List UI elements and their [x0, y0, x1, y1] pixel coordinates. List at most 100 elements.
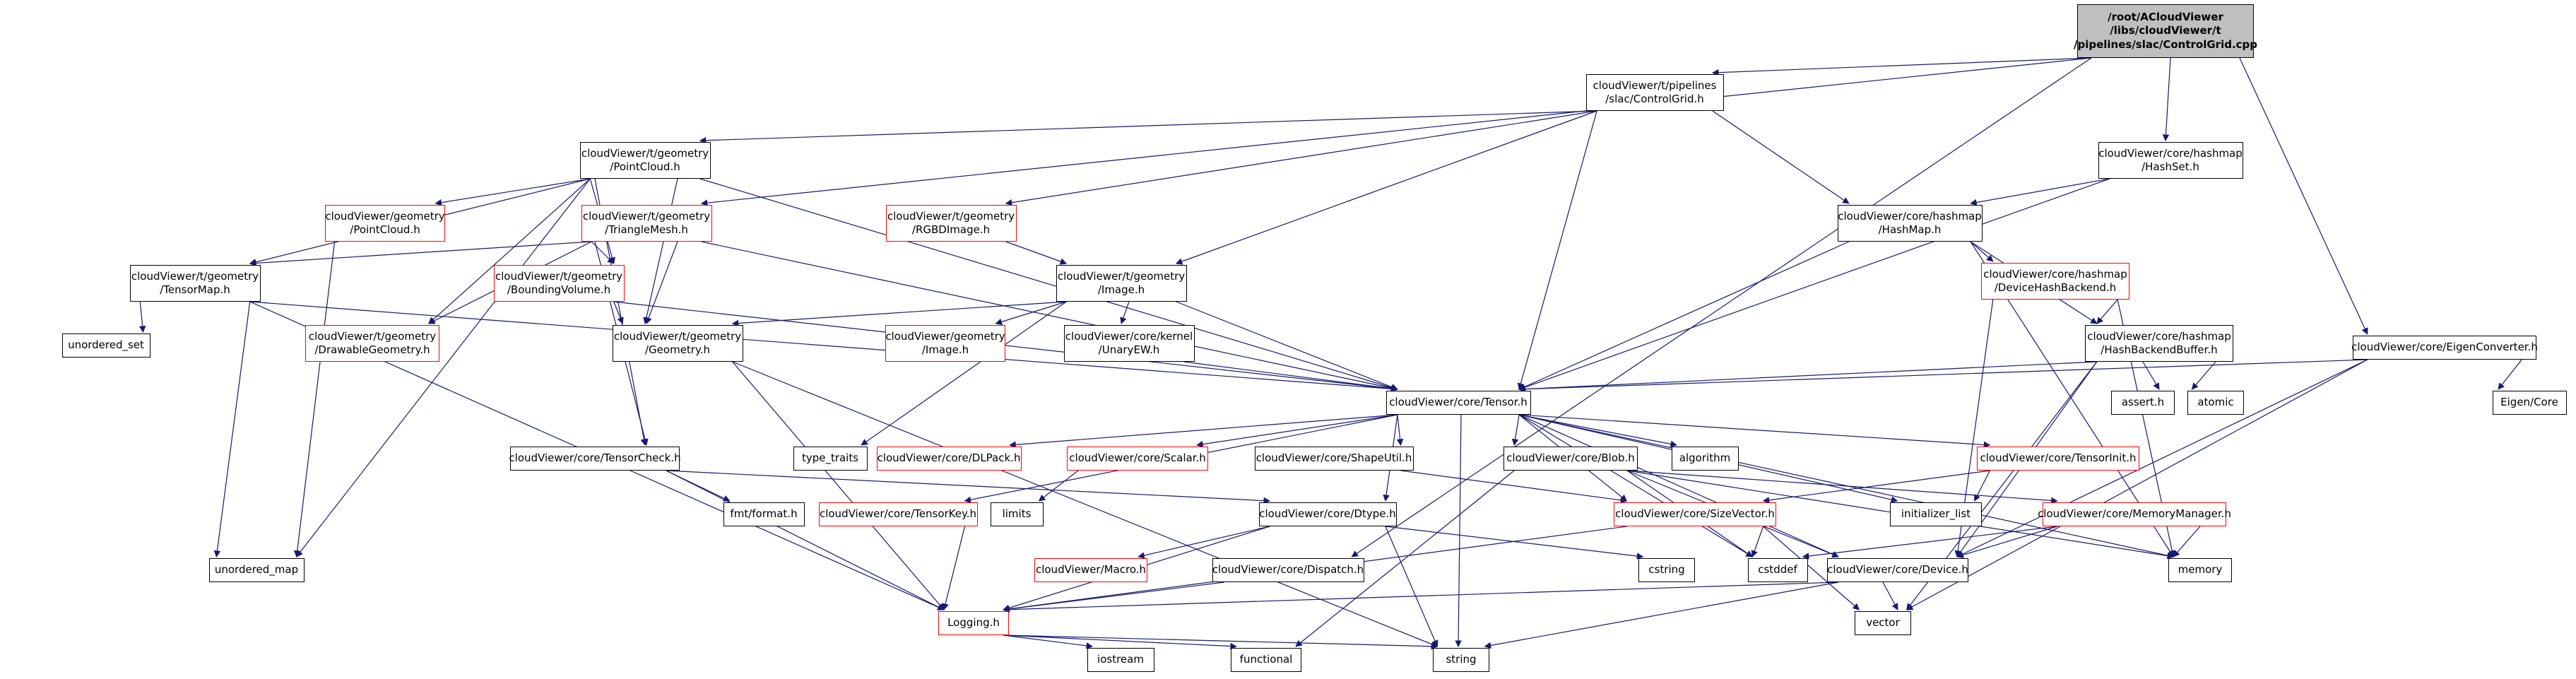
- graph-node-label-tensorkey: cloudViewer/core/TensorKey.h: [819, 507, 977, 521]
- include-edge-t_pointcloud--geom_pointcloud: [435, 178, 591, 206]
- graph-node-tensorinit[interactable]: cloudViewer/core/TensorInit.h: [1977, 447, 2139, 471]
- include-edge-cpp_root--controlgrid_h: [1711, 57, 2092, 76]
- graph-node-limits[interactable]: limits: [990, 502, 1044, 526]
- graph-node-label-tensorinit: cloudViewer/core/TensorInit.h: [1980, 451, 2137, 465]
- include-edge-shapeutil--sizevector: [1400, 470, 1628, 504]
- graph-node-hashmap[interactable]: cloudViewer/core/hashmap /HashMap.h: [1837, 205, 1983, 242]
- include-edge-controlgrid_h--t_rgbdimage: [1005, 110, 1597, 206]
- graph-node-dtype[interactable]: cloudViewer/core/Dtype.h: [1258, 502, 1397, 526]
- include-edge-logging--iostream: [1003, 634, 1094, 649]
- include-edge-sizevector--vector: [1763, 526, 1860, 610]
- graph-node-boundingvolume[interactable]: cloudViewer/t/geometry /BoundingVolume.h: [493, 265, 625, 302]
- graph-node-shapeutil[interactable]: cloudViewer/core/ShapeUtil.h: [1254, 447, 1414, 471]
- include-edge-hashset--tensor: [1518, 178, 2110, 391]
- graph-node-assert_h[interactable]: assert.h: [2111, 391, 2175, 415]
- graph-node-cstring[interactable]: cstring: [1638, 558, 1695, 582]
- graph-node-dlpack[interactable]: cloudViewer/core/DLPack.h: [876, 447, 1022, 471]
- graph-node-hashset[interactable]: cloudViewer/core/hashmap /HashSet.h: [2098, 142, 2243, 179]
- include-edge-eigenconverter--tensor: [1518, 359, 2368, 393]
- include-edge-t_image--t_geometry: [731, 301, 1067, 327]
- graph-node-tensorcheck[interactable]: cloudViewer/core/TensorCheck.h: [509, 447, 681, 471]
- include-edge-tensor--dlpack: [1009, 414, 1398, 449]
- include-edge-controlgrid_h--t_pointcloud: [699, 110, 1597, 144]
- include-edge-t_trianglemesh--t_geometry: [645, 241, 678, 324]
- graph-node-hashbackendbuffer[interactable]: cloudViewer/core/hashmap /HashBackendBuf…: [2085, 325, 2233, 362]
- graph-node-eigenconverter[interactable]: cloudViewer/core/EigenConverter.h: [2351, 336, 2538, 360]
- graph-node-vector[interactable]: vector: [1855, 611, 1911, 635]
- graph-node-memorymanager[interactable]: cloudViewer/core/MemoryManager.h: [2038, 502, 2231, 526]
- graph-node-geom_pointcloud[interactable]: cloudViewer/geometry /PointCloud.h: [325, 205, 445, 242]
- graph-node-type_traits[interactable]: type_traits: [793, 447, 868, 471]
- include-edge-dtype--string: [1385, 526, 1438, 647]
- include-edge-tensor--algorithm: [1518, 414, 1678, 448]
- graph-node-eigen_core[interactable]: Eigen/Core: [2492, 391, 2567, 415]
- include-edge-t_image--tensor: [1176, 301, 1398, 391]
- graph-node-controlgrid_h[interactable]: cloudViewer/t/pipelines /slac/ControlGri…: [1585, 74, 1724, 111]
- graph-node-atomic[interactable]: atomic: [2187, 391, 2244, 415]
- graph-node-label-t_image: cloudViewer/t/geometry /Image.h: [1057, 269, 1186, 297]
- graph-node-scalar[interactable]: cloudViewer/core/Scalar.h: [1067, 447, 1208, 471]
- graph-node-label-atomic: atomic: [2197, 396, 2234, 409]
- include-edge-t_image--geom_image: [995, 301, 1067, 326]
- include-edge-t_rgbdimage--t_image: [1005, 241, 1068, 265]
- include-edge-device--vector: [1882, 581, 1898, 610]
- graph-node-geom_image[interactable]: cloudViewer/geometry /Image.h: [885, 325, 1005, 362]
- graph-node-label-device: cloudViewer/core/Device.h: [1827, 563, 1968, 577]
- include-edge-device--logging: [1003, 581, 1839, 613]
- graph-node-label-logging: Logging.h: [947, 616, 1000, 630]
- include-edge-t_pointcloud--t_geometry: [643, 178, 678, 324]
- graph-node-t_geometry[interactable]: cloudViewer/t/geometry /Geometry.h: [612, 325, 743, 362]
- graph-node-t_pointcloud[interactable]: cloudViewer/t/geometry /PointCloud.h: [579, 142, 711, 179]
- include-edge-t_pointcloud--unordered_map: [296, 178, 591, 557]
- include-edge-hashbackendbuffer--atomic: [2191, 361, 2216, 390]
- graph-node-label-hashmap: cloudViewer/core/hashmap /HashMap.h: [1838, 209, 1982, 237]
- graph-node-unordered_set[interactable]: unordered_set: [61, 333, 150, 358]
- graph-node-tensorkey[interactable]: cloudViewer/core/TensorKey.h: [818, 502, 978, 526]
- graph-node-devicehashbackend[interactable]: cloudViewer/core/hashmap /DeviceHashBack…: [1981, 263, 2129, 300]
- graph-node-unaryew[interactable]: cloudViewer/core/kernel /UnaryEW.h: [1063, 325, 1195, 362]
- graph-node-iostream[interactable]: iostream: [1087, 648, 1154, 672]
- graph-node-label-eigenconverter: cloudViewer/core/EigenConverter.h: [2351, 341, 2538, 354]
- graph-node-unordered_map[interactable]: unordered_map: [208, 558, 305, 582]
- graph-node-t_trianglemesh[interactable]: cloudViewer/t/geometry /TriangleMesh.h: [581, 205, 712, 242]
- graph-node-tensor[interactable]: cloudViewer/core/Tensor.h: [1386, 391, 1531, 415]
- include-edge-t_pointcloud--tensor: [699, 178, 1398, 391]
- include-edge-tensor--device: [1518, 414, 1839, 557]
- graph-node-label-t_rgbdimage: cloudViewer/t/geometry /RGBDImage.h: [887, 209, 1015, 237]
- graph-node-logging[interactable]: Logging.h: [938, 611, 1009, 635]
- graph-node-label-controlgrid_h: cloudViewer/t/pipelines /slac/ControlGri…: [1593, 78, 1717, 106]
- graph-node-label-fmt_format: fmt/format.h: [730, 507, 798, 521]
- include-edge-dtype--macro: [1138, 526, 1270, 559]
- graph-node-macro[interactable]: cloudViewer/Macro.h: [1034, 558, 1147, 582]
- graph-node-functional[interactable]: functional: [1231, 648, 1301, 672]
- graph-node-algorithm[interactable]: algorithm: [1671, 447, 1739, 471]
- include-edge-t_pointcloud--drawablegeometry: [428, 178, 591, 324]
- include-edge-tensor--scalar: [1196, 414, 1398, 448]
- graph-node-tensormap[interactable]: cloudViewer/t/geometry /TensorMap.h: [129, 265, 261, 302]
- graph-node-label-hashset: cloudViewer/core/hashmap /HashSet.h: [2098, 146, 2243, 174]
- graph-node-blob[interactable]: cloudViewer/core/Blob.h: [1503, 447, 1638, 471]
- graph-node-label-scalar: cloudViewer/core/Scalar.h: [1069, 451, 1206, 465]
- graph-node-device[interactable]: cloudViewer/core/Device.h: [1827, 558, 1968, 582]
- graph-node-label-limits: limits: [1002, 507, 1032, 521]
- graph-node-label-sizevector: cloudViewer/core/SizeVector.h: [1615, 507, 1775, 521]
- include-edge-tensorcheck--logging: [666, 470, 945, 610]
- graph-node-fmt_format[interactable]: fmt/format.h: [723, 502, 805, 526]
- graph-node-label-t_pointcloud: cloudViewer/t/geometry /PointCloud.h: [581, 146, 709, 174]
- graph-node-label-hashbackendbuffer: cloudViewer/core/hashmap /HashBackendBuf…: [2087, 329, 2231, 357]
- graph-node-t_rgbdimage[interactable]: cloudViewer/t/geometry /RGBDImage.h: [885, 205, 1017, 242]
- include-edge-scalar--limits: [1038, 470, 1079, 502]
- include-edge-geom_pointcloud--unordered_map: [293, 241, 336, 557]
- graph-node-initializer_list[interactable]: initializer_list: [1890, 502, 1982, 526]
- graph-node-memory[interactable]: memory: [2168, 558, 2232, 582]
- graph-node-drawablegeometry[interactable]: cloudViewer/t/geometry /DrawableGeometry…: [305, 325, 439, 362]
- graph-node-label-eigen_core: Eigen/Core: [2500, 396, 2558, 409]
- graph-node-sizevector[interactable]: cloudViewer/core/SizeVector.h: [1614, 502, 1776, 526]
- graph-node-t_image[interactable]: cloudViewer/t/geometry /Image.h: [1056, 265, 1187, 302]
- graph-node-string[interactable]: string: [1433, 648, 1489, 672]
- graph-node-label-macro: cloudViewer/Macro.h: [1035, 563, 1147, 577]
- graph-node-label-t_geometry: cloudViewer/t/geometry /Geometry.h: [613, 329, 742, 357]
- graph-node-dispatch[interactable]: cloudViewer/core/Dispatch.h: [1212, 558, 1364, 582]
- graph-node-label-memorymanager: cloudViewer/core/MemoryManager.h: [2038, 507, 2231, 521]
- graph-node-cstddef[interactable]: cstddef: [1747, 558, 1808, 582]
